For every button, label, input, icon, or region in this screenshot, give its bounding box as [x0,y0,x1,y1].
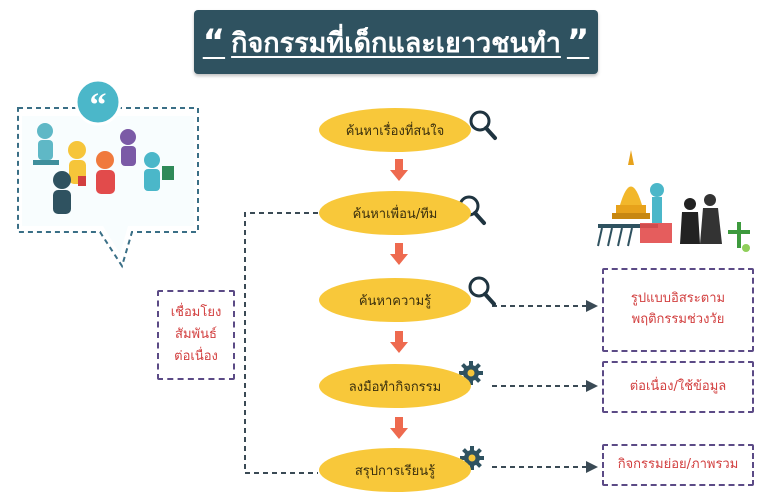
side-box-line: ต่อเนื่อง [174,349,218,365]
side-box-line: สัมพันธ์ [175,326,217,342]
step-label: สรุปการเรียนรู้ [354,463,436,479]
left-bracket-connector [244,212,318,474]
output-connectors [492,305,588,468]
arrow-down-4 [390,417,408,439]
side-box-connection: เชื่อมโยง สัมพันธ์ ต่อเนื่อง [157,290,235,380]
magnifier-icon [468,276,496,306]
step-find-team: ค้นหาเพื่อน/ทีม [319,191,471,235]
temple-culture-illustration [597,150,750,252]
step-label: ลงมือทำกิจกรรม [348,379,442,395]
quote-icon: “ [74,78,122,126]
children-group-icon [33,123,174,214]
output-box-sub-activity: กิจกรรมย่อย/ภาพรวม [602,444,754,486]
step-find-interest: ค้นหาเรื่องที่สนใจ [319,108,471,152]
arrow-down-3 [390,331,408,353]
svg-text:“: “ [90,87,107,124]
arrow-down-1 [390,159,408,181]
output-line: พฤติกรรมช่วงวัย [631,312,725,327]
output-box-continuous: ต่อเนื่อง/ใช้ข้อมูล [602,361,754,413]
output-line: ต่อเนื่อง/ใช้ข้อมูล [629,378,727,394]
arrowhead-2 [586,380,598,392]
gear-icon [460,446,484,470]
arrowhead-1 [586,300,598,312]
output-line: รูปแบบอิสระตาม [630,291,726,307]
title-open-quote: “ [202,22,226,62]
step-find-knowledge: ค้นหาความรู้ [319,278,471,322]
page-title: “ กิจกรรมที่เด็กและเยาวชนทำ ” [194,10,598,74]
arrow-down-2 [390,243,408,265]
magnifier-icon [469,110,497,140]
flow-down-arrows [390,159,408,439]
step-label: ค้นหาความรู้ [358,293,432,309]
step-label: ค้นหาเรื่องที่สนใจ [345,123,445,139]
step-do-activity: ลงมือทำกิจกรรม [319,364,471,408]
output-box-free-form: รูปแบบอิสระตาม พฤติกรรมช่วงวัย [602,268,754,352]
step-label: ค้นหาเพื่อน/ทีม [352,206,438,222]
side-box-line: เชื่อมโยง [170,304,222,320]
step-summarize-learning: สรุปการเรียนรู้ [319,448,471,492]
output-line: กิจกรรมย่อย/ภาพรวม [617,456,739,472]
title-text: กิจกรรมที่เด็กและเยาวชนทำ [231,27,561,59]
title-close-quote: ” [566,22,590,62]
arrowhead-3 [586,461,598,473]
